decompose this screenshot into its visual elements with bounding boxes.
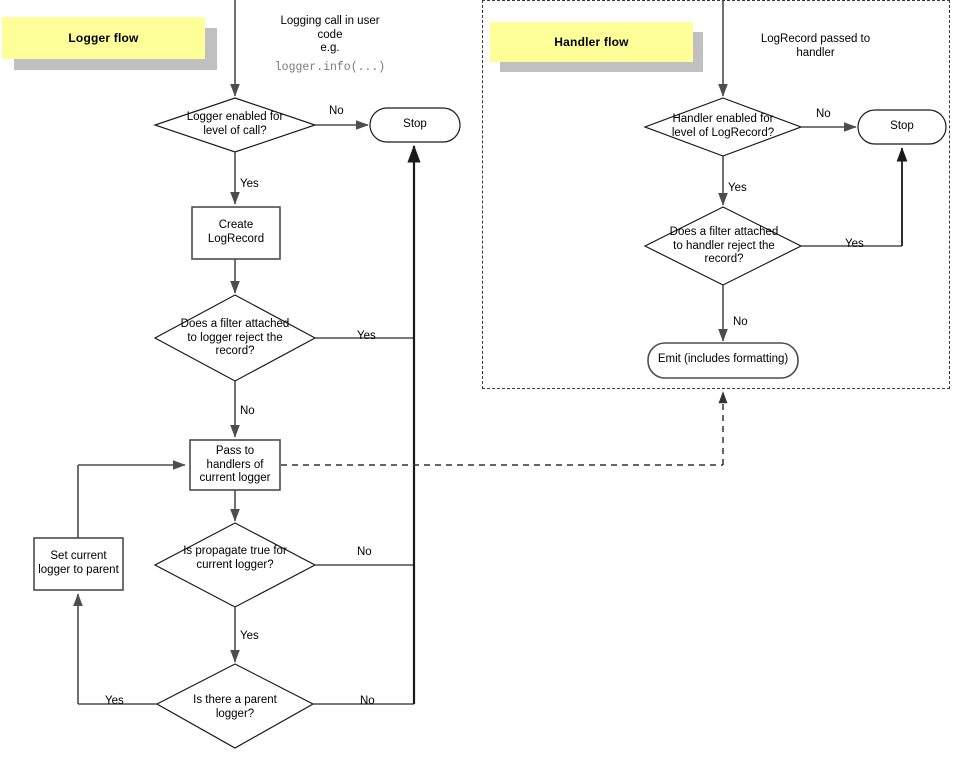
- shape-logger-stop: [369, 107, 461, 143]
- node-emit[interactable]: [648, 343, 798, 378]
- node-pass-to-handlers[interactable]: [190, 440, 280, 490]
- shape-handler-stop: [857, 109, 947, 145]
- edge-label-handler-filter-yes: Yes: [845, 238, 864, 250]
- edge-label-handler-enabled-yes: Yes: [728, 182, 747, 194]
- edge-label-logger-filter-no: No: [240, 405, 255, 417]
- logger-flow-title: Logger flow: [2, 17, 205, 59]
- node-logger-filter[interactable]: [155, 295, 315, 381]
- edge-label-parent-no: No: [360, 695, 375, 707]
- node-create-logrecord[interactable]: [192, 207, 280, 259]
- edge-label-logger-enabled-no: No: [329, 105, 344, 117]
- handler-flow-frame: [482, 0, 950, 389]
- node-handler-stop[interactable]: [858, 110, 946, 144]
- shape-has-parent-diamond: [155, 663, 315, 749]
- edge-label-propagate-yes: Yes: [240, 630, 259, 642]
- logger-flow-title-label: Logger flow: [68, 31, 139, 45]
- edge-label-handler-enabled-no: No: [816, 108, 831, 120]
- edge-label-logger-filter-yes: Yes: [357, 330, 376, 342]
- node-has-parent[interactable]: [157, 664, 313, 748]
- edge-label-logger-enabled-yes: Yes: [240, 178, 259, 190]
- node-handler-filter[interactable]: [645, 207, 801, 285]
- shape-create-logrecord: [191, 206, 281, 260]
- handler-flow-title: Handler flow: [490, 22, 693, 62]
- edge-label-propagate-no: No: [357, 546, 372, 558]
- node-handler-enabled[interactable]: [645, 98, 801, 156]
- shape-emit: [647, 342, 799, 379]
- handler-flow-title-label: Handler flow: [554, 35, 629, 49]
- edge-label-parent-yes: Yes: [105, 695, 124, 707]
- node-logger-enabled[interactable]: [155, 98, 315, 152]
- edge-label-handler-filter-no: No: [733, 316, 748, 328]
- node-logger-stop[interactable]: [370, 108, 460, 142]
- node-is-propagate[interactable]: [155, 523, 315, 607]
- node-set-current-logger[interactable]: [34, 538, 123, 590]
